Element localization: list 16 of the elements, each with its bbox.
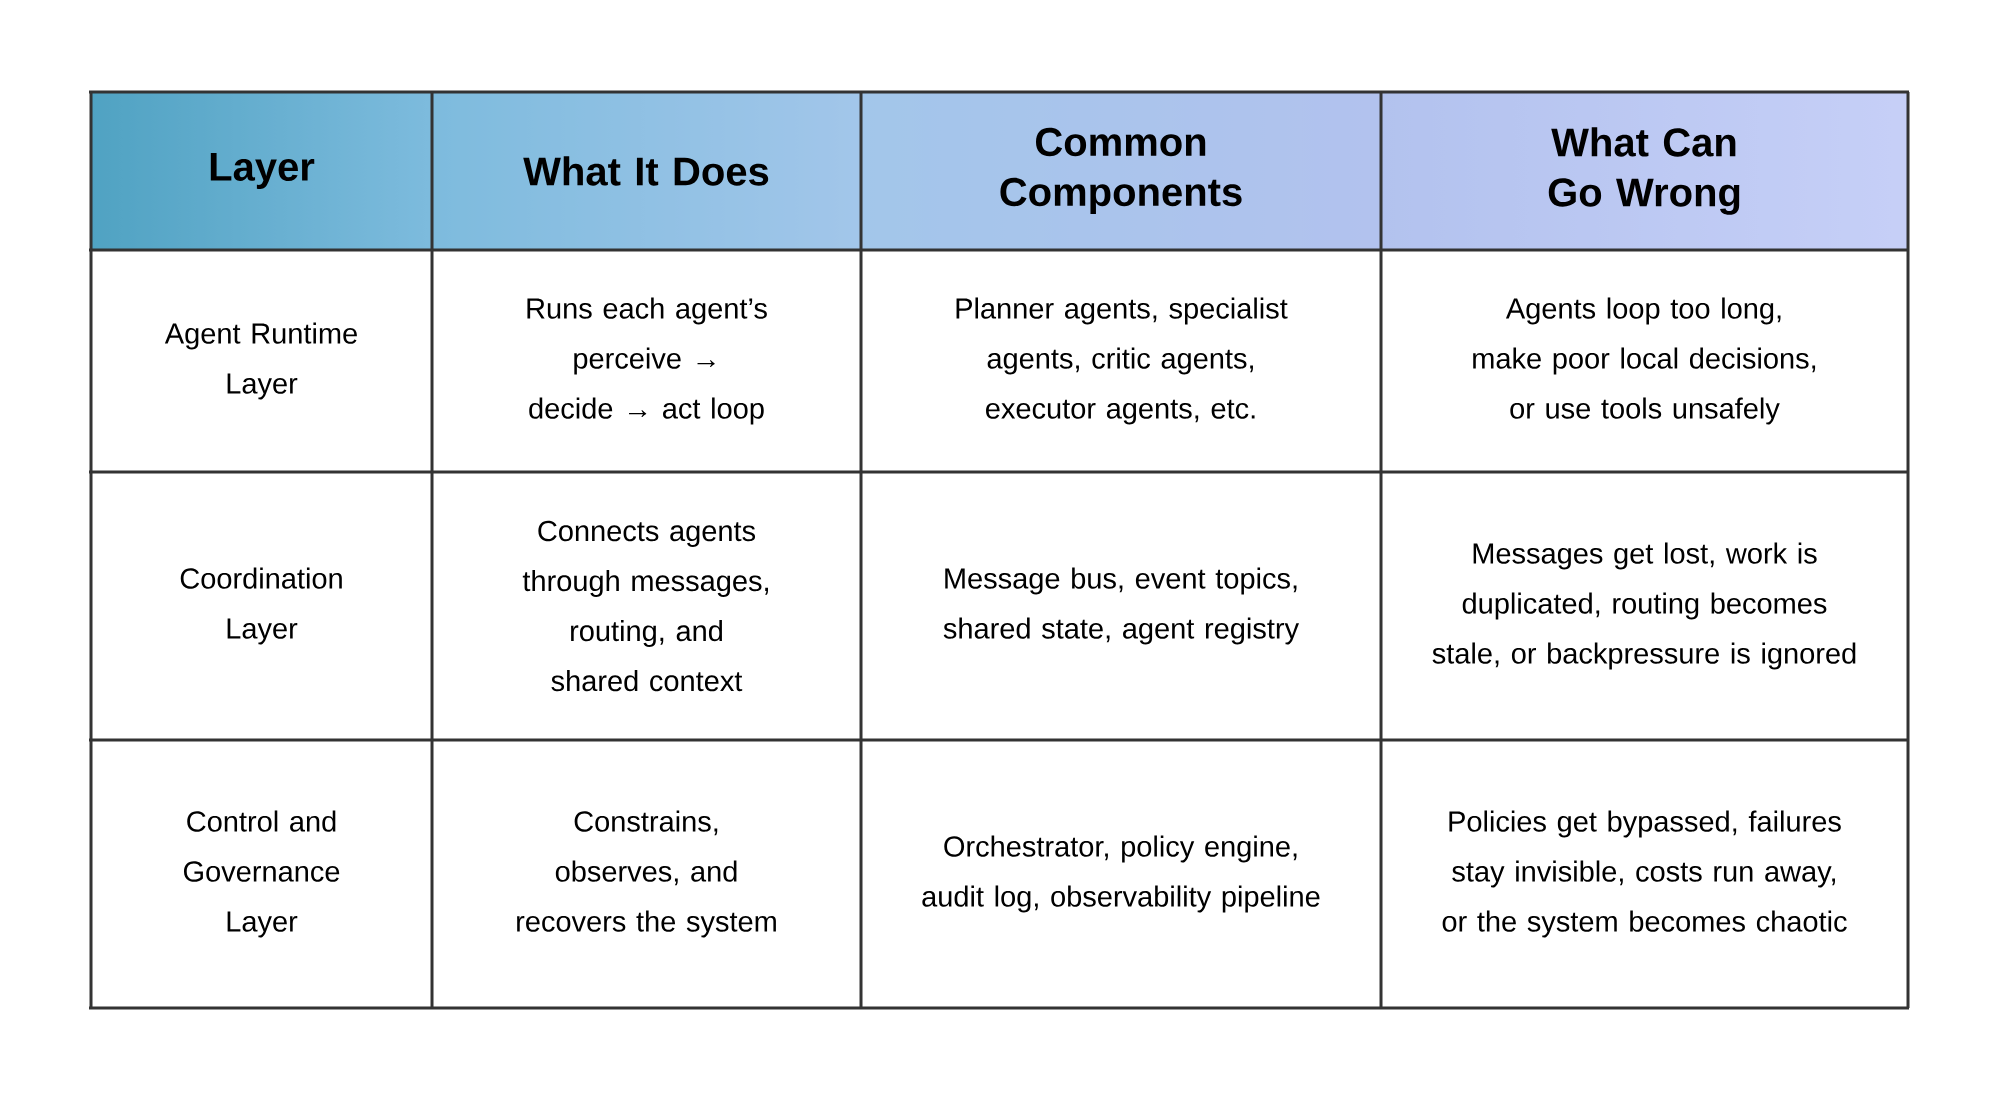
table-cell: Control and Governance Layer — [184, 810, 340, 938]
table-cell: Policies get bypassed, failures stay invisible, costs run away, or the system becomes chaotic — [1442, 810, 1847, 938]
header-cell: Layer — [210, 153, 315, 189]
table-cell: Orchestrator, policy engine, audit log, observability pipeline — [922, 835, 1320, 913]
table-cell: Agent Runtime Layer — [164, 322, 357, 400]
table-cell: Coordination Layer — [180, 567, 342, 645]
table-cell: Planner agents, specialist agents, critic agents, executor agents, etc. — [956, 297, 1288, 425]
table-cell: Message bus, event topics, shared state, agent registry — [943, 567, 1299, 645]
header-cell: Common Components — [1000, 127, 1242, 215]
table-cell: Constrains, observes, and recovers the system — [517, 810, 776, 938]
table-cell: Connects agents through messages, routing, and shared context — [522, 520, 768, 692]
header-cell: What It Does — [523, 156, 769, 186]
header-cell: What Can Go Wrong — [1548, 127, 1740, 215]
table-cell: Messages get lost, work is duplicated, routing becomes stale, or backpressure is ignored — [1432, 542, 1856, 670]
table-cell: Runs each agent’s perceive → decide → act loop — [527, 297, 767, 425]
table-cell: Agents loop too long, make poor local decisions, or use tools unsafely — [1473, 297, 1816, 425]
